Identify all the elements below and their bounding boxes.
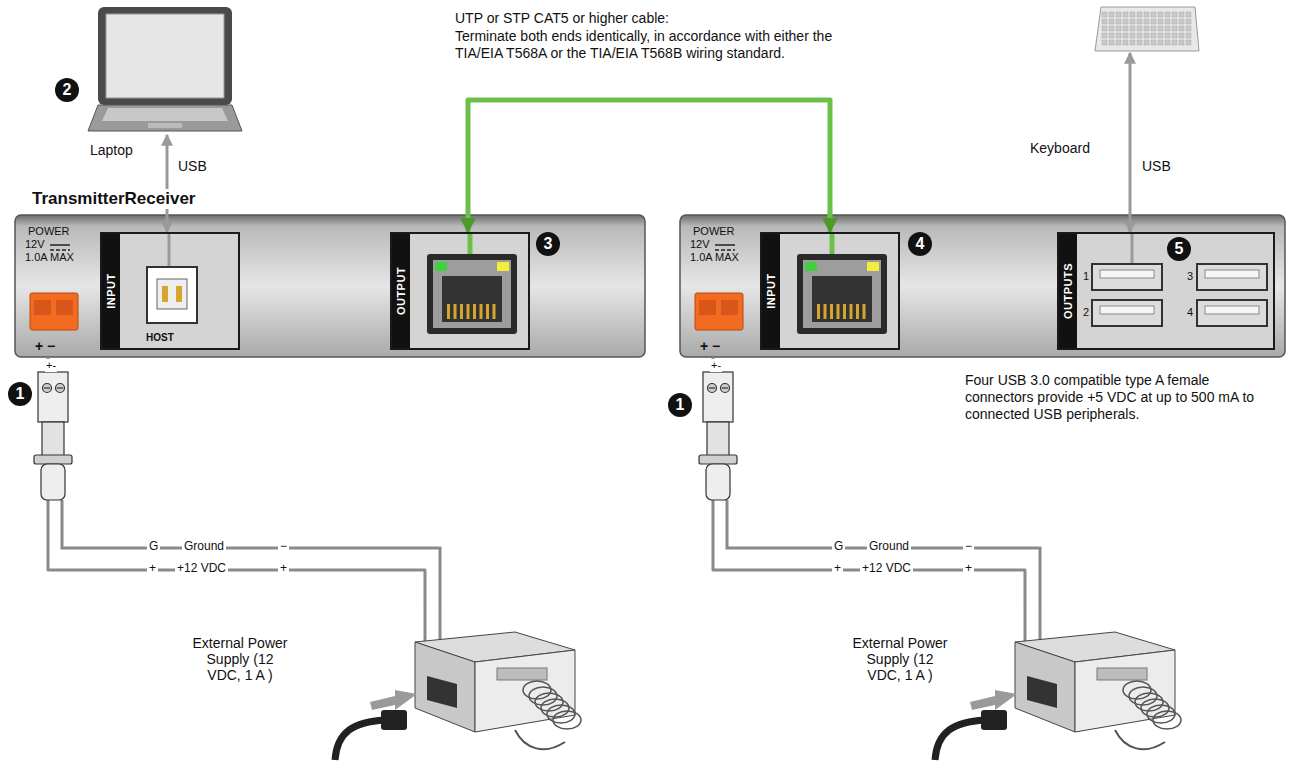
wire-label: +	[963, 562, 974, 576]
wire-label: +	[832, 562, 843, 576]
wire-label: Ground	[867, 540, 911, 554]
node-text: 4	[1187, 306, 1193, 319]
wire-label: +	[278, 562, 289, 576]
node-text: POWER	[28, 225, 70, 238]
node-text: 1.0A MAX	[690, 251, 739, 264]
wire-label: +12 VDC	[860, 562, 913, 576]
callout-number: 2	[55, 78, 79, 102]
rj45-input-port-drawing	[762, 234, 902, 352]
node-text: External Power Supply (12 VDC, 1 A )	[850, 635, 950, 683]
port-group-label: OUTPUT	[395, 267, 408, 315]
terminal-plug	[34, 372, 72, 500]
edge-label: USB	[176, 158, 209, 174]
power-supply-drawing	[185, 610, 585, 760]
node-text: Laptop	[90, 142, 133, 158]
wire-label: +12 VDC	[175, 562, 228, 576]
power-wire	[48, 357, 425, 610]
node-text: 12V	[25, 238, 45, 251]
power-supply: External Power Supply (12 VDC, 1 A )	[785, 610, 1185, 760]
node-text: + −	[35, 338, 55, 354]
node-text: 3	[1187, 270, 1193, 283]
ground-wire	[62, 500, 1040, 610]
node-text: External Power Supply (12 VDC, 1 A )	[190, 635, 290, 683]
power-supply-drawing	[785, 610, 1185, 760]
callout-number: 4	[908, 232, 932, 256]
port-group-label: OUTPUTS	[1062, 263, 1075, 319]
terminal-plug	[699, 372, 737, 500]
node-text: Keyboard	[1030, 140, 1090, 156]
rj45-output-port-drawing	[392, 234, 532, 352]
power-supply: External Power Supply (12 VDC, 1 A )	[185, 610, 585, 760]
node-text: HOST	[146, 332, 174, 344]
wire-label: G	[832, 540, 845, 554]
usb-input-port: INPUT HOST	[100, 232, 240, 350]
device-title: TransmitterReceiver	[30, 189, 197, 209]
laptop-icon-drawing	[88, 5, 243, 135]
polarity-mark: +-	[45, 359, 57, 372]
laptop-icon: Laptop	[88, 5, 243, 135]
wire-label: G	[147, 540, 160, 554]
note-text: Terminate both ends identically, in acco…	[455, 28, 865, 62]
usb-cable	[1129, 53, 1132, 232]
node-text: 12V	[690, 238, 710, 251]
note-text: UTP or STP CAT5 or higher cable:	[455, 10, 865, 27]
callout-number: 1	[8, 382, 32, 406]
network-cable	[468, 100, 830, 232]
wire-label: −	[278, 540, 289, 554]
edge-label: USB	[1140, 158, 1173, 174]
polarity-mark: +-	[710, 359, 722, 372]
note-text: Four USB 3.0 compatible type A female co…	[965, 372, 1280, 422]
keyboard-icon: Keyboard	[1095, 5, 1200, 53]
node-text: + −	[700, 338, 720, 354]
wire-label: Ground	[182, 540, 226, 554]
keyboard-icon-drawing	[1095, 5, 1200, 53]
callout-number: 3	[536, 232, 560, 256]
node-text: POWER	[693, 225, 735, 238]
wire-label: +	[147, 562, 158, 576]
rj45-output-port: OUTPUT	[390, 232, 530, 350]
port-group-label: INPUT	[105, 273, 118, 309]
callout-number: 5	[1167, 237, 1191, 261]
usb-output-ports: OUTPUTS 1 2 3 4	[1057, 232, 1275, 350]
node-text: 2	[1083, 306, 1089, 319]
transmitter-housing	[15, 215, 645, 357]
device-panel: POWER12V1.0A MAX + − INPUT OUTPUTS 1 2 3 4	[680, 215, 1285, 357]
node-text: 1.0A MAX	[25, 251, 74, 264]
receiver-housing	[680, 215, 1285, 357]
wire-label: −	[963, 540, 974, 554]
port-group-label: INPUT	[765, 273, 778, 309]
callout-number: 1	[668, 393, 692, 417]
rj45-input-port: INPUT	[760, 232, 900, 350]
usb-cable	[166, 135, 169, 232]
node-text: 1	[1083, 270, 1089, 283]
